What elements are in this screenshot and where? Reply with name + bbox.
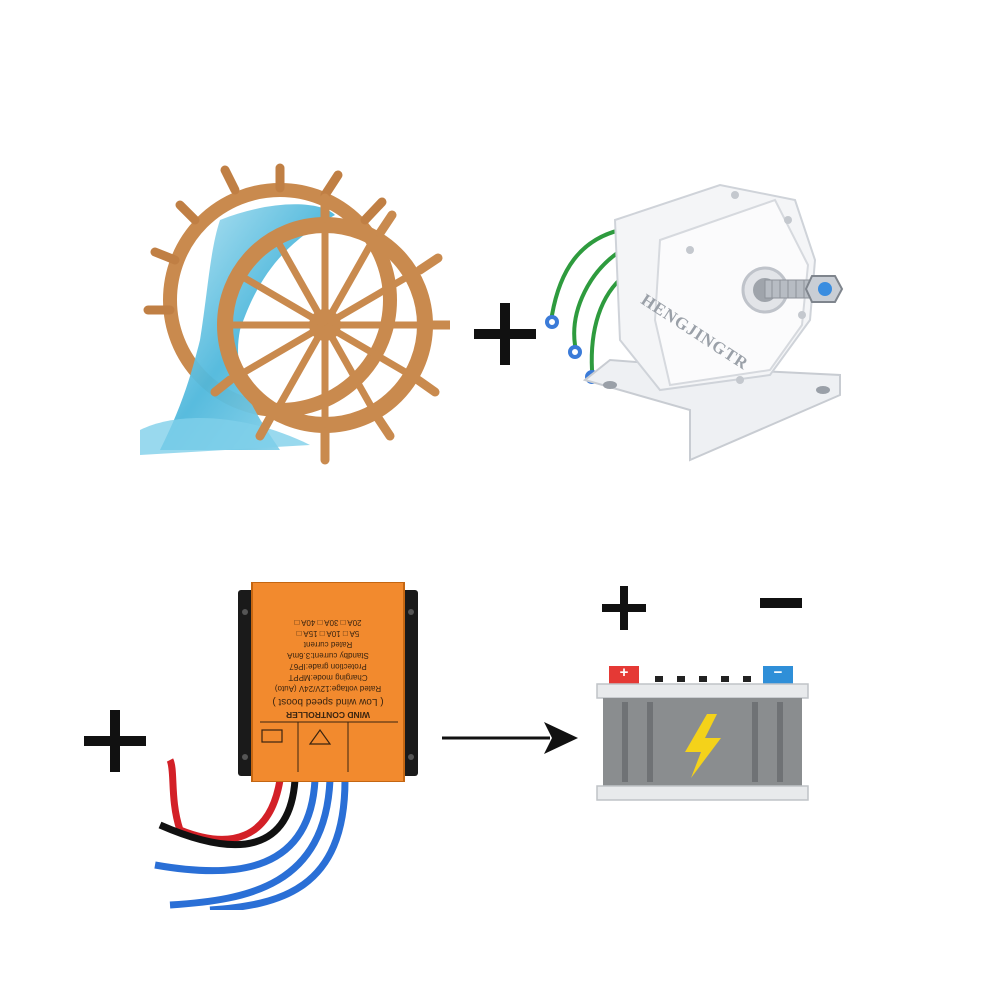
battery-minus-label (760, 598, 802, 608)
battery-icon (596, 666, 809, 801)
current-option-30a: 30A (324, 618, 339, 627)
plus-icon (602, 586, 646, 630)
controller-rated-current-label: Rated current (303, 640, 353, 649)
current-option-40a: 40A (301, 618, 316, 627)
flow-arrow (440, 718, 580, 758)
current-option-15a: 15A (303, 629, 318, 638)
controller-label-panel: WIND CONTROLLER ( Low wind speed boost )… (255, 585, 401, 720)
plus-icon (84, 710, 146, 772)
controller-current-options-row1: 5A □ 10A □ 15A □ (296, 629, 360, 638)
current-option-5a: 5A (349, 629, 360, 638)
controller-spec-1: Rated voltage:12V/24V (Auto) (274, 684, 382, 693)
water-wheel-icon (140, 163, 455, 465)
water-wheel-illustration (120, 160, 455, 480)
current-option-10a: 10A (326, 629, 341, 638)
battery-plus-label (602, 586, 646, 630)
generator-icon (545, 183, 844, 462)
controller-title: WIND CONTROLLER (285, 710, 371, 720)
generator-illustration (540, 180, 845, 470)
plus-sign-1 (474, 303, 536, 365)
wires-icon (154, 758, 349, 914)
battery-plus-terminal-text: + (619, 664, 629, 681)
current-option-20a: 20A (347, 618, 362, 627)
controller-wires (150, 740, 390, 914)
controller-subtitle: ( Low wind speed boost ) (272, 696, 384, 707)
plus-icon (474, 303, 536, 365)
arrow-right-icon (442, 722, 578, 754)
battery-minus-terminal-text: − (773, 664, 783, 681)
plus-sign-2 (84, 710, 146, 772)
controller-spec-4: Standby current:3.6mA (287, 651, 369, 660)
controller-spec-3: Protection grade:IP67 (289, 662, 367, 671)
wind-controller (238, 581, 418, 783)
battery-illustration (595, 662, 810, 802)
controller-spec-2: Charging mode:MPPT (288, 673, 368, 682)
controller-body-icon (238, 581, 418, 783)
controller-current-options-row2: 20A □ 30A □ 40A □ (294, 618, 362, 627)
